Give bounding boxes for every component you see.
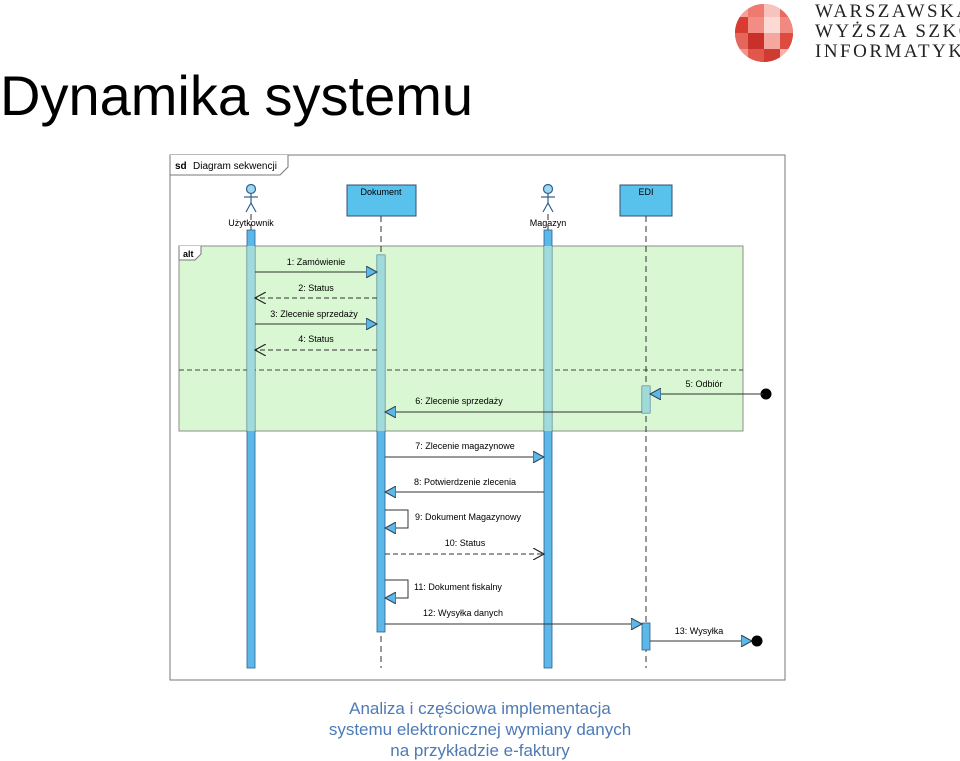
participant-edi-label: EDI	[638, 187, 653, 197]
alt-label-tab	[178, 246, 202, 261]
logo-line-3: Informatyki	[815, 41, 960, 62]
participant-dokument-label: Dokument	[360, 187, 402, 197]
message-5-label: 5: Odbiór	[685, 379, 722, 389]
actor-magazyn-icon	[541, 183, 555, 213]
lost-message-end	[751, 635, 763, 647]
message-10-label: 10: Status	[445, 538, 486, 548]
alt-overlay-magazyn	[544, 246, 552, 431]
alt-overlay-edi	[642, 386, 650, 413]
participant-magazyn-label: Magazyn	[530, 218, 567, 228]
frame-keyword: sd	[175, 161, 187, 172]
activation-magazyn	[543, 229, 553, 669]
caption-line-3: na przykładzie e-faktury	[390, 741, 570, 760]
caption-line-1: Analiza i częściowa implementacja	[349, 699, 611, 718]
message-1-label: 1: Zamówienie	[287, 257, 346, 267]
logo-wordmark: Warszawska Wyższa Szkoła Informatyki	[815, 2, 960, 62]
frame-label-tab	[169, 155, 289, 176]
actor-uzytkownik-icon	[244, 183, 258, 213]
participant-dokument-box	[346, 184, 417, 217]
message-12-label: 12: Wysyłka danych	[423, 608, 503, 618]
message-9-label: 9: Dokument Magazynowy	[415, 512, 522, 522]
activation-edi-2	[641, 622, 651, 651]
message-8-label: 8: Potwierdzenie zlecenia	[414, 477, 516, 487]
message-3-label: 3: Zlecenie sprzedaży	[270, 309, 358, 319]
alt-operator: alt	[183, 249, 194, 259]
participant-uzytkownik-label: Użytkownik	[228, 218, 274, 228]
found-message-origin	[760, 388, 772, 400]
logo-line-1: Warszawska	[815, 1, 960, 22]
logo-line-2: Wyższa Szkoła	[815, 21, 960, 42]
slide-title: Dynamika systemu	[0, 64, 474, 127]
alt-overlay-uzytkownik	[247, 246, 255, 431]
message-11-label: 11: Dokument fiskalny	[414, 582, 502, 592]
slide-caption: Analiza i częściowa implementacja system…	[0, 698, 960, 761]
message-4-label: 4: Status	[298, 334, 334, 344]
university-logo: Warszawska Wyższa Szkoła Informatyki	[733, 2, 960, 62]
message-11-self-arrow	[385, 579, 409, 598]
message-6-label: 6: Zlecenie sprzedaży	[415, 396, 503, 406]
participant-edi-box	[619, 184, 673, 217]
alt-overlay-dokument	[377, 255, 385, 431]
message-7-label: 7: Zlecenie magazynowe	[415, 441, 515, 451]
logo-mosaic-icon	[735, 4, 793, 62]
message-13-label: 13: Wysyłka	[675, 626, 723, 636]
message-9-self-arrow	[385, 509, 409, 528]
activation-uzytkownik	[246, 229, 256, 669]
frame-name: Diagram sekwencji	[193, 161, 277, 172]
caption-line-2: systemu elektronicznej wymiany danych	[328, 720, 632, 739]
message-2-label: 2: Status	[298, 283, 334, 293]
